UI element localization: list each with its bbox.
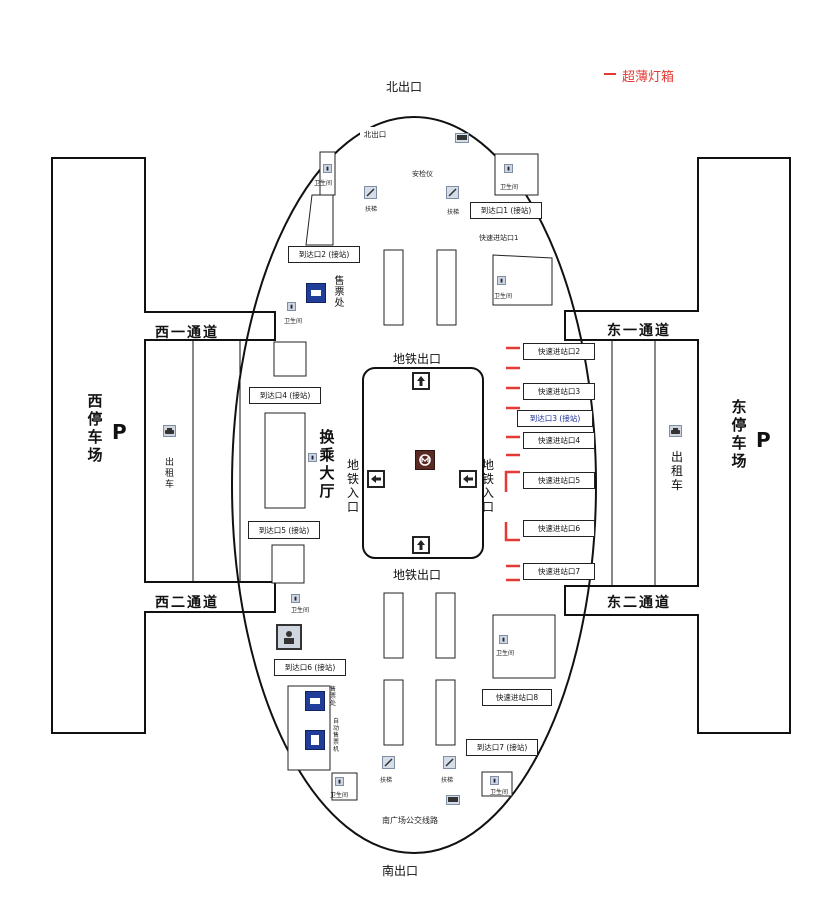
escalator-label: 扶梯 <box>447 209 460 216</box>
west-taxi-label: 出租车 <box>164 458 174 490</box>
arrive-gate-1: 到达口1 (接站) <box>470 202 542 219</box>
metro-entrance-right-label: 地铁入口 <box>481 458 494 514</box>
taxi-icon <box>669 425 682 437</box>
south-exit-label: 南出口 <box>382 864 419 878</box>
north-exit-box: 北出口 <box>360 127 390 141</box>
taxi-icon <box>163 425 176 437</box>
metro-exit-icon <box>412 536 430 554</box>
east2-channel-label: 东二通道 <box>607 595 671 611</box>
escalator-icon <box>364 186 377 199</box>
escalator-label: 扶梯 <box>365 206 378 213</box>
metro-exit-top-label: 地铁出口 <box>393 352 442 366</box>
fast-gate-4: 快速进站口4 <box>523 432 595 449</box>
arrive-gate-3: 到达口3 (接站) <box>517 410 593 427</box>
ticket-office-sm-label: 售票处 <box>330 686 337 707</box>
east1-channel-label: 东一通道 <box>607 323 671 339</box>
east-taxi-label: 出租车 <box>670 450 683 492</box>
security-label: 安检仪 <box>412 170 433 178</box>
east-parking-symbol: P <box>756 428 771 452</box>
legend-label: 超薄灯箱 <box>622 70 675 85</box>
ticket-office-icon <box>305 691 325 711</box>
escalator-icon <box>443 756 456 769</box>
metro-entrance-icon <box>367 470 385 488</box>
restroom-icon: ▮ <box>504 164 513 173</box>
metro-entrance-left-label: 地铁入口 <box>346 458 359 514</box>
fast-gate-7: 快速进站口7 <box>523 563 595 580</box>
fast-gate-3: 快速进站口3 <box>523 383 595 400</box>
restroom-icon: ▮ <box>287 302 296 311</box>
bus-icon <box>446 795 460 805</box>
arrive-gate-4: 到达口4 (接站) <box>249 387 321 404</box>
fast-gate-8: 快速进站口8 <box>482 689 552 706</box>
fast-gate-6: 快速进站口6 <box>523 520 595 537</box>
escalator-label: 扶梯 <box>380 777 393 784</box>
metro-exit-icon <box>412 372 430 390</box>
restroom-icon: ▮ <box>490 776 499 785</box>
east-parking-label: 东停车场 <box>731 398 747 470</box>
north-exit-label: 北出口 <box>386 80 423 94</box>
restroom-icon: ▮ <box>499 635 508 644</box>
escalator-label: 扶梯 <box>441 777 454 784</box>
west-parking-symbol: P <box>112 420 127 444</box>
restroom-icon: ▮ <box>308 453 317 462</box>
restroom-label: 卫生间 <box>500 184 519 191</box>
fast-gate-5: 快速进站口5 <box>523 472 595 489</box>
restroom-label: 卫生间 <box>494 293 513 300</box>
west1-channel-label: 西一通道 <box>155 325 219 341</box>
arrive-gate-5: 到达口5 (接站) <box>248 521 320 539</box>
restroom-label: 卫生间 <box>330 792 349 799</box>
restroom-label: 卫生间 <box>490 789 509 796</box>
metro-entrance-icon <box>459 470 477 488</box>
restroom-icon: ▮ <box>335 777 344 786</box>
bus-road-label: 南广场公交线路 <box>382 816 438 825</box>
station-concourse <box>231 116 597 854</box>
arrive-gate-2: 到达口2 (接站) <box>288 246 360 263</box>
arrive-gate-7: 到达口7 (接站) <box>466 739 538 756</box>
ticket-office-icon <box>306 283 326 303</box>
restroom-label: 卫生间 <box>291 607 310 614</box>
west2-channel-label: 西二通道 <box>155 595 219 611</box>
transfer-hall-label: 换乘大厅 <box>319 428 335 500</box>
metro-exit-bottom-label: 地铁出口 <box>393 568 442 582</box>
arrive-gate-6: 到达口6 (接站) <box>274 659 346 676</box>
ticket-office-label: 售票处 <box>334 276 345 309</box>
self-ticket-label: 自动售票机 <box>333 718 340 753</box>
restroom-label: 卫生间 <box>284 318 303 325</box>
bus-icon <box>455 133 469 143</box>
restroom-label: 卫生间 <box>314 180 333 187</box>
escalator-icon <box>446 186 459 199</box>
west-parking-label: 西停车场 <box>87 392 103 464</box>
legend-swatch <box>604 73 616 75</box>
escalator-icon <box>382 756 395 769</box>
light-box-markers <box>504 346 520 582</box>
restroom-icon: ▮ <box>323 164 332 173</box>
east-parking-lot <box>564 157 791 734</box>
restroom-icon: ▮ <box>497 276 506 285</box>
fast-gate-1: 快速进站口1 <box>479 234 519 242</box>
metro-icon <box>415 450 435 470</box>
restroom-label: 卫生间 <box>496 650 515 657</box>
restroom-icon: ▮ <box>291 594 300 603</box>
self-ticket-icon <box>305 730 325 750</box>
fast-gate-2: 快速进站口2 <box>523 343 595 360</box>
service-icon <box>276 624 302 650</box>
